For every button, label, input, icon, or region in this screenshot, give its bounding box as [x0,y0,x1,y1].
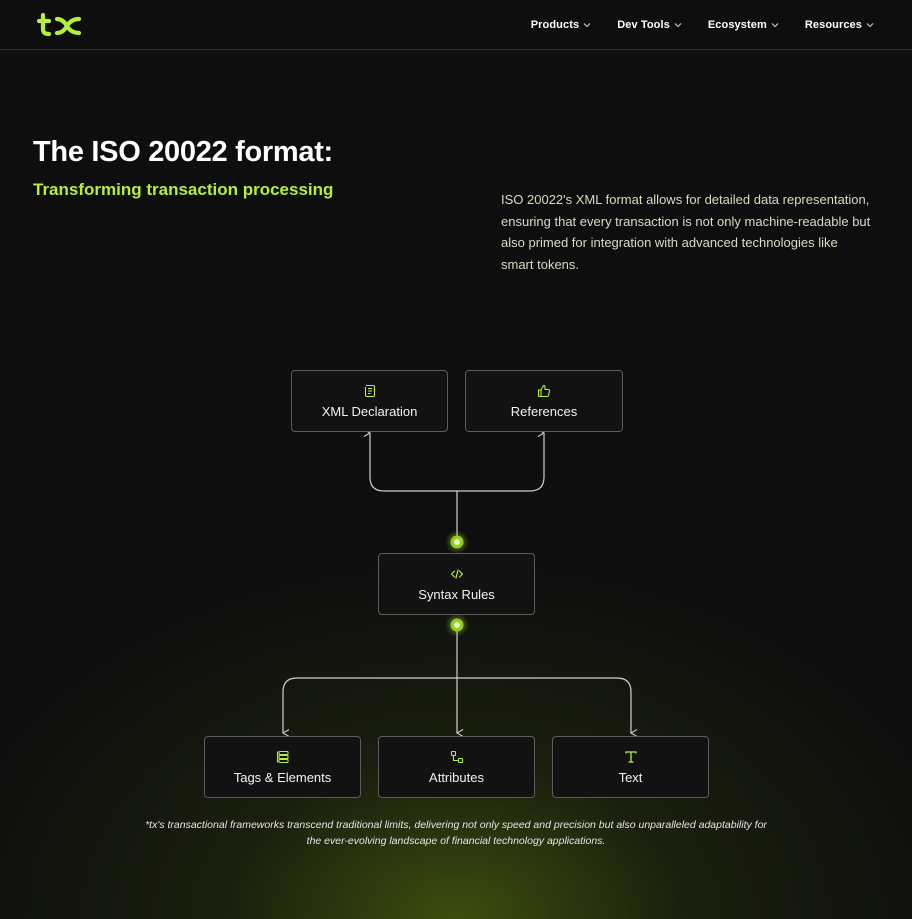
node-attributes[interactable]: Attributes [378,736,535,798]
hero-description: ISO 20022's XML format allows for detail… [501,192,871,272]
footnote: *tx's transactional frameworks transcend… [145,819,767,847]
connector-dot-bottom [445,613,469,637]
menu-ecosystem-label: Ecosystem [707,19,767,31]
nodes-icon [450,750,463,763]
node-tags-elements[interactable]: Tags & Elements [204,736,361,798]
chevron-down-icon [866,23,874,28]
chevron-down-icon [674,23,682,28]
connector-dot-top [445,530,469,554]
top-navbar: Products Dev Tools Ecosystem Resources [0,0,912,50]
node-label: Attributes [429,769,484,785]
menu-resources-label: Resources [804,19,862,31]
node-text[interactable]: Text [552,736,709,798]
page-subtitle: Transforming transaction processing [33,180,334,199]
document-icon [364,384,375,397]
connector-to-top [370,433,458,542]
layers-icon [276,750,289,763]
connector-to-bottom [283,677,457,733]
connector-to-bottom [457,677,631,733]
node-xml-declaration[interactable]: XML Declaration [291,370,448,432]
page-title: The ISO 20022 format: [33,136,333,168]
menu-ecosystem[interactable]: Ecosystem [708,19,779,31]
node-syntax-rules[interactable]: Syntax Rules [378,553,535,615]
node-label: Text [618,769,643,785]
node-label: XML Declaration [321,403,418,419]
menu-resources[interactable]: Resources [805,19,874,31]
thumbs-up-icon [537,384,551,397]
menu-dev-tools[interactable]: Dev Tools [617,19,682,31]
menu-products-label: Products [530,19,580,31]
tx-logo[interactable] [37,12,83,38]
chevron-down-icon [771,23,779,28]
text-icon [624,750,637,763]
code-icon [450,568,463,579]
node-label: References [510,403,578,419]
menu-dev-tools-label: Dev Tools [617,19,670,31]
main-menu: Products Dev Tools Ecosystem Resources [531,0,874,50]
chevron-down-icon [583,23,591,28]
connector-to-top [457,433,544,492]
menu-products[interactable]: Products [531,19,591,31]
node-references[interactable]: References [465,370,623,432]
node-label: Syntax Rules [418,586,495,602]
node-label: Tags & Elements [233,769,332,785]
